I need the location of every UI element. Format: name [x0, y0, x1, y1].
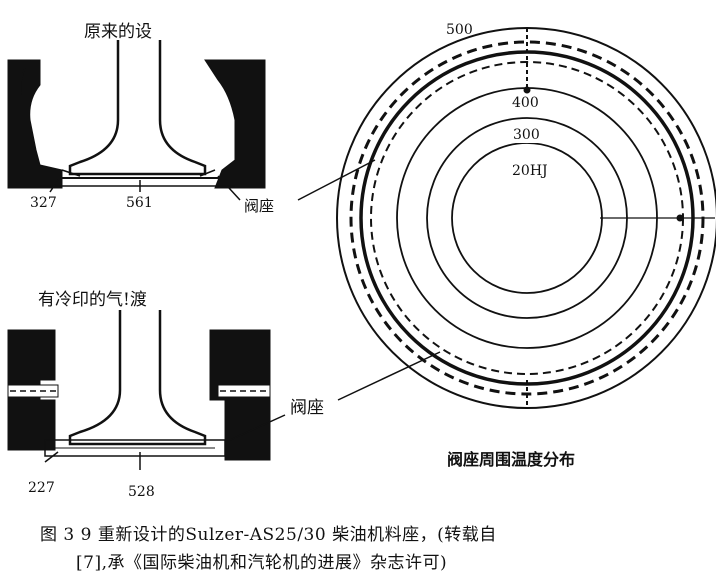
- bottom-label-center: 528: [128, 484, 155, 500]
- figure-caption-line2: [7],承《国际柴油机和汽轮机的进展》杂志许可): [76, 553, 448, 573]
- ring-label-500: 500: [446, 22, 473, 38]
- top-valve-seat-label: 阀座: [244, 197, 275, 215]
- bottom-valve-stem: [68, 310, 207, 446]
- top-label-center: 561: [126, 195, 153, 211]
- top-right-casting: [204, 59, 266, 189]
- bottom-cross-section: [7, 310, 286, 470]
- ring-label-200: 20HJ: [510, 163, 550, 179]
- top-left-casting-2: [8, 59, 32, 96]
- bottom-label-left: 227: [28, 480, 55, 496]
- circle-plot-title: 阀座周围温度分布: [447, 450, 576, 469]
- top-cross-section: [7, 40, 266, 201]
- top-left-casting: [7, 59, 63, 189]
- top-label-left: 327: [30, 195, 57, 211]
- bottom-valve-seat-label: 阀座: [290, 398, 324, 418]
- ring-300: [426, 117, 628, 319]
- top-valve-stem: [68, 40, 207, 176]
- bottom-section-title: 有冷印的气!渡: [38, 290, 147, 310]
- figure-caption-line1: 图 3 9 重新设计的Sulzer-AS25/30 柴油机料座，(转载自: [40, 525, 497, 545]
- top-section-title: 原来的设: [84, 22, 152, 42]
- ring-label-400: 400: [510, 95, 541, 111]
- ring-label-300: 300: [511, 127, 542, 143]
- temperature-circle-plot: [297, 27, 716, 409]
